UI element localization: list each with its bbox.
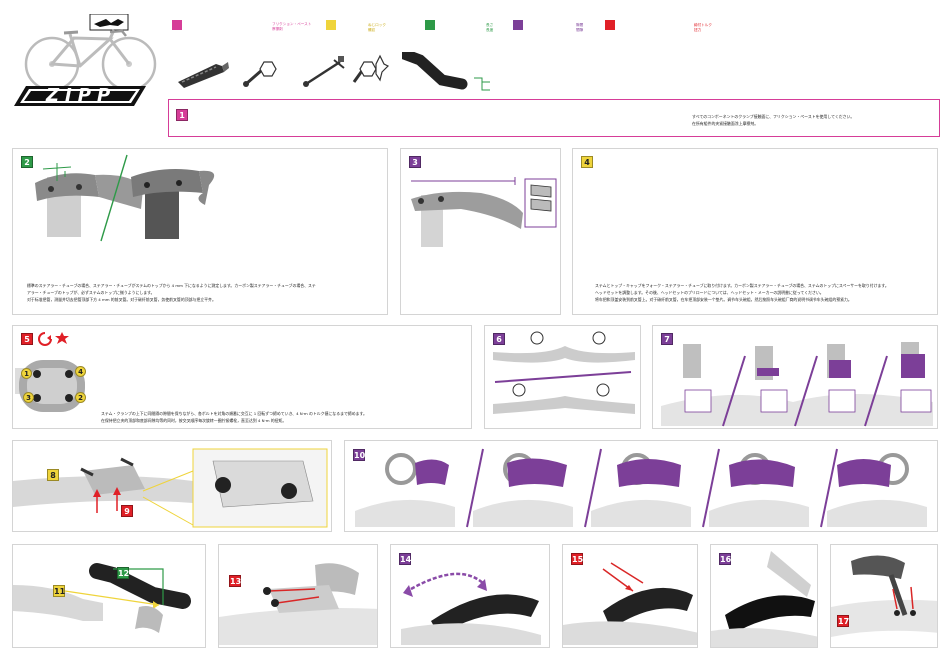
- step-badge-13: 13: [229, 575, 242, 587]
- step6-panel: 6: [484, 325, 641, 429]
- legend-torque: 締付トルク扭力: [694, 23, 712, 32]
- spacer-illustration: [411, 177, 557, 247]
- step7-panel: 7: [652, 325, 938, 429]
- armrest-bolt-illustration: [219, 563, 377, 645]
- step15-panel: 15: [562, 544, 698, 648]
- extension-length-illustration: [13, 563, 191, 633]
- legend-length: 長さ長度: [486, 23, 494, 32]
- step-badge-7: 7: [661, 333, 673, 345]
- legend-swatch-yellow: [326, 20, 336, 30]
- extension-icon: [402, 52, 490, 91]
- legend-swatch-purple: [513, 20, 523, 30]
- step16-panel: 16: [710, 544, 818, 648]
- step4-panel: 4 ステムとトップ・キャップをフォーク・ステアラー・チューブに取り付けます。カー…: [572, 148, 938, 315]
- pad-rotation-illustration: [401, 572, 541, 645]
- step-badge-9: 9: [121, 505, 133, 517]
- step-badge-4: 4: [581, 156, 593, 168]
- pad-install-illustration: [711, 551, 817, 647]
- legend-swatch-green: [425, 20, 435, 30]
- step-badge-5: 5: [21, 333, 33, 345]
- step17-panel: 17: [830, 544, 938, 648]
- torque-wrench-icon: [38, 332, 52, 346]
- threadlock-star-icon: [55, 332, 69, 344]
- bolt-callout-3: 3: [23, 392, 34, 403]
- step-badge-2: 2: [21, 156, 33, 168]
- spacer-sequence-illustration: [661, 342, 933, 427]
- grease-tube-icon: [178, 62, 229, 88]
- header: ZIPP フリクション・ペースト摩擦剤 ねじロック螺纹 長さ長度 隙間間隙 締付…: [0, 0, 950, 140]
- step-badge-16: 16: [719, 553, 732, 565]
- hex-key-icon: [243, 61, 277, 87]
- bolt-callout-4: 4: [75, 366, 86, 377]
- bolt-callout-2: 2: [75, 392, 86, 403]
- step3-panel: 3: [400, 148, 561, 315]
- legend-threadlock: ねじロック螺纹: [368, 23, 386, 32]
- bar-orientation-illustration: [493, 331, 635, 414]
- step2-panel: 2 標準のステアラー・チューブの場合、ステアラー・チューブがステムのトップから …: [12, 148, 388, 315]
- zipp-logo: ZIPP: [10, 84, 150, 106]
- step10-panel: 10: [344, 440, 938, 532]
- step-badge-11: 11: [53, 585, 66, 597]
- step-badge-10: 10: [353, 449, 366, 461]
- step-badge-3: 3: [409, 156, 421, 168]
- clamp-install-sequence: [355, 448, 927, 528]
- legend-gap: 隙間間隙: [576, 23, 584, 32]
- bolt-callout-1: 1: [21, 368, 32, 379]
- computer-mount-illustration: [831, 555, 937, 637]
- step11-panel: 11 12: [12, 544, 206, 648]
- step14-panel: 14: [390, 544, 550, 648]
- step-badge-12: 12: [117, 567, 130, 579]
- step-badge-14: 14: [399, 553, 412, 565]
- step-badge-17: 17: [837, 615, 850, 627]
- step8-panel: 8 9: [12, 440, 332, 532]
- legend-friction-paste: フリクション・ペースト摩擦剤: [272, 22, 312, 31]
- stem-clamp-illustration: [15, 360, 85, 412]
- bolts-icon: [352, 54, 390, 83]
- logo-text: ZIPP: [46, 85, 117, 106]
- step1-frame: [168, 99, 940, 137]
- pad-bolt-illustration: [563, 562, 697, 645]
- step1-text: すべてのコンポーネントのクランプ接触面に、フリクション・ペーストを使用してくださ…: [692, 114, 855, 126]
- step2-text: 標準のステアラー・チューブの場合、ステアラー・チューブがステムのトップから 4 …: [27, 283, 316, 302]
- legend-swatch-red: [605, 20, 615, 30]
- legend-swatch-pink: [172, 20, 182, 30]
- clamp-detail-illustration: [13, 448, 328, 528]
- step5-panel: 5 1 4 3 2 ステム・クランプの上下に同間隔の隙間を保ちながら、各ボルトを…: [12, 325, 472, 429]
- step4-text: ステムとトップ・キャップをフォーク・ステアラー・チューブに取り付けます。カーボン…: [595, 283, 889, 302]
- torque-tool-icon: [303, 56, 345, 87]
- step-badge-6: 6: [493, 333, 505, 345]
- step-badge-8: 8: [47, 469, 59, 481]
- step5-text: ステム・クランプの上下に同間隔の隙間を保ちながら、各ボルトを対角の順番に交互に …: [101, 411, 367, 423]
- step13-panel: 13: [218, 544, 378, 648]
- step-badge-1: 1: [176, 109, 188, 121]
- stem-cut-illustration: [35, 154, 215, 242]
- step-badge-15: 15: [571, 553, 584, 565]
